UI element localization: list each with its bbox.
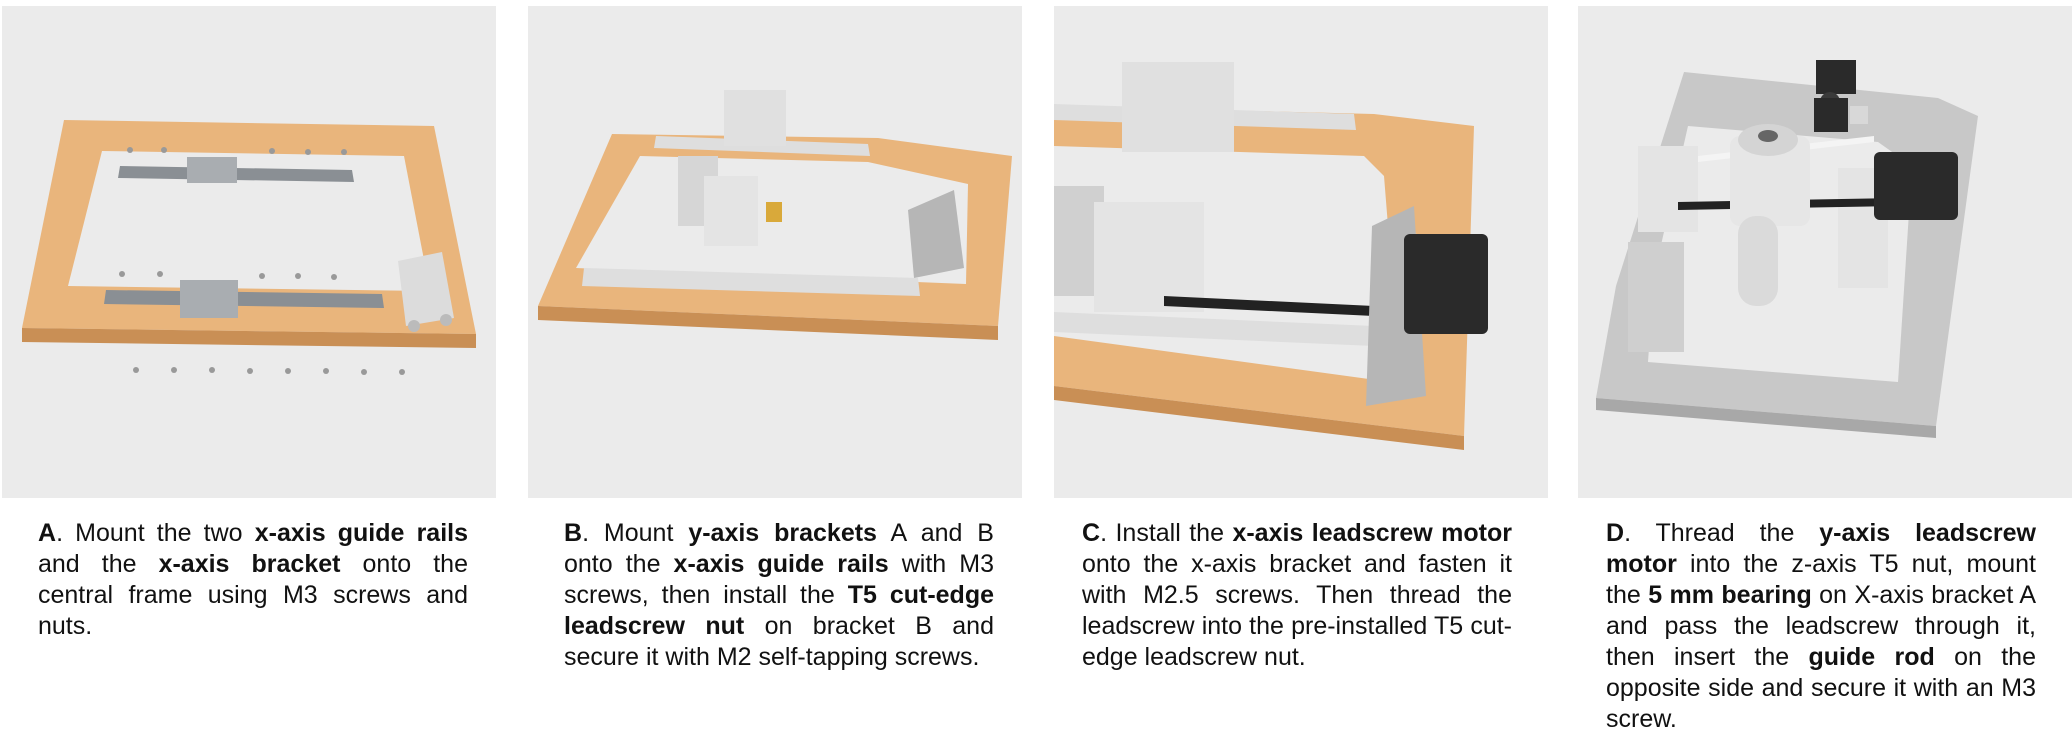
caption-emphasis: x-axis guide rails [254, 519, 468, 547]
assembly-render-c [1054, 62, 1488, 450]
caption-a: A. Mount the two x-axis guide rails and … [38, 518, 468, 642]
m3-screws [119, 147, 405, 375]
y-axis-bracket-b [1094, 202, 1204, 312]
y-axis-bracket-b [704, 176, 758, 246]
render-image-c [1054, 6, 1548, 498]
caption-text: . Thread the [1624, 519, 1820, 547]
t5-cut-edge-leadscrew-nut [766, 202, 782, 222]
panel-b: B. Mount y-axis brackets A and B onto th… [528, 6, 1022, 671]
rail-carriage [187, 157, 237, 183]
assembly-render-a [22, 120, 476, 375]
render-image-d [1578, 6, 2072, 498]
panel-d: D. Thread the y-axis leadscrew motor int… [1578, 6, 2072, 733]
y-axis-leadscrew-motor [1874, 152, 1958, 220]
z-axis-carriage [1730, 136, 1810, 226]
render-image-b [528, 6, 1022, 498]
x-axis-leadscrew-motor [1404, 234, 1488, 334]
caption-text: . Mount [582, 519, 689, 547]
panel-c: C. Install the x-axis leadscrew motor on… [1054, 6, 1548, 671]
caption-text: on bracket B and secure it with M2 self-… [564, 612, 994, 671]
assembly-render-d [1596, 60, 1978, 438]
caption-emphasis: T5 cut-edge leadscrew nut [564, 581, 995, 640]
x-axis-guide-rail [1054, 312, 1374, 346]
caption-emphasis: x-axis guide rails [673, 550, 889, 578]
panel-letter: A [38, 519, 57, 547]
panel-letter: B [564, 519, 583, 547]
caption-text: . Install the [1100, 519, 1233, 547]
panel-letter: D [1606, 519, 1625, 547]
x-axis-guide-rail [582, 268, 920, 296]
caption-emphasis: 5 mm bearing [1648, 581, 1812, 609]
x-axis-bracket [398, 252, 454, 326]
render-image-a [2, 6, 496, 498]
caption-text: onto the central frame using M3 screws a… [38, 550, 468, 640]
caption-text: and the [38, 550, 159, 578]
y-axis-bracket-a [724, 90, 786, 146]
y-axis-bracket-a [1638, 146, 1698, 232]
frame-cutout [68, 151, 430, 291]
caption-d: D. Thread the y-axis leadscrew motor int… [1606, 518, 2036, 735]
caption-text: A and B onto the [564, 519, 994, 578]
leadscrew [1164, 296, 1374, 316]
caption-emphasis: x-axis leadscrew motor [1232, 519, 1512, 547]
caption-text: onto the x-axis bracket and fasten it wi… [1082, 550, 1512, 671]
caption-emphasis: y-axis brackets [688, 519, 877, 547]
t5-nut [1758, 130, 1778, 142]
caption-b: B. Mount y-axis brackets A and B onto th… [564, 518, 994, 673]
caption-text: on X-axis bracket A and pass the leadscr… [1606, 581, 2036, 671]
caption-emphasis: x-axis bracket [158, 550, 341, 578]
caption-text: into the z-axis T5 nut, mount the [1606, 550, 2036, 609]
x-axis-bracket [908, 190, 964, 278]
caption-text: . Mount the two [56, 519, 255, 547]
panel-letter: C [1082, 519, 1101, 547]
caption-text: with M3 screws, then install the [564, 550, 994, 609]
assembly-render-b [538, 90, 1012, 340]
y-axis-bracket-a [1122, 62, 1234, 152]
x-axis-guide-rail [104, 290, 384, 308]
rail-carriage [180, 280, 238, 318]
caption-c: C. Install the x-axis leadscrew motor on… [1082, 518, 1512, 673]
caption-emphasis: y-axis leadscrew motor [1606, 519, 2036, 578]
caption-emphasis: guide rod [1808, 643, 1935, 671]
panel-a: A. Mount the two x-axis guide rails and … [2, 6, 496, 640]
